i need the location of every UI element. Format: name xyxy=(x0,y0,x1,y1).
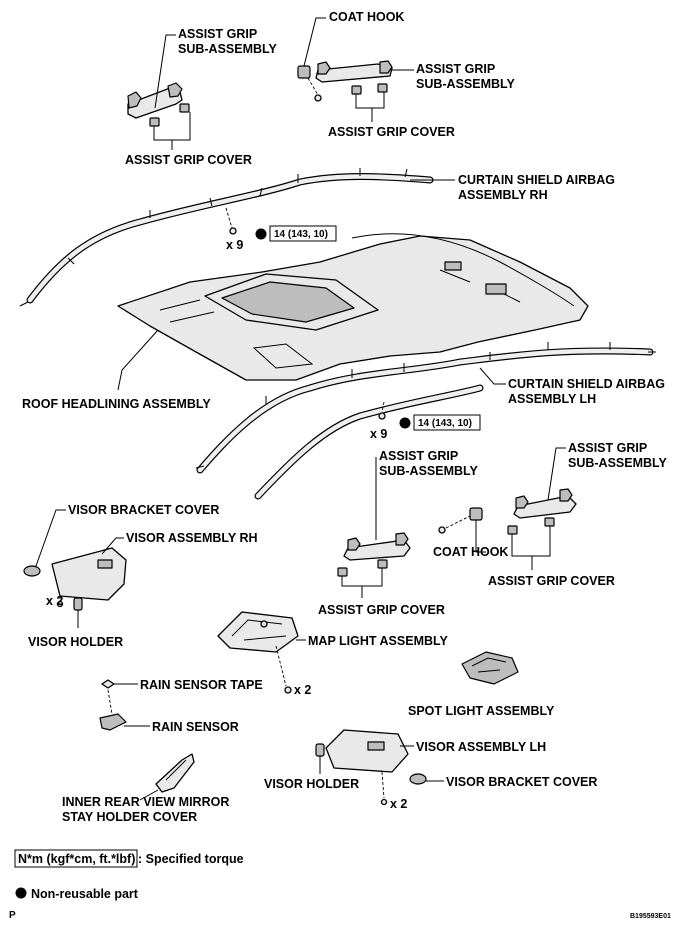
visor-assembly-rh xyxy=(23,509,127,628)
curtain-shield-airbag-lh xyxy=(195,342,656,500)
assist-grip-sub-assembly-top-right xyxy=(315,60,414,122)
qty-visor-rh-screws: x 2 xyxy=(46,594,63,608)
torque-value-lh: 14 (143, 10) xyxy=(418,418,472,429)
rain-sensor xyxy=(99,689,150,731)
label-coat-hook-2: COAT HOOK xyxy=(433,545,508,559)
assist-grip-sub-assembly-lower-left xyxy=(337,457,411,598)
label-assist-grip-sub-assembly-1: ASSIST GRIP SUB-ASSEMBLY xyxy=(178,27,278,56)
label-coat-hook-1: COAT HOOK xyxy=(329,10,404,24)
label-assist-grip-cover-3: ASSIST GRIP COVER xyxy=(488,574,615,588)
qty-map-light-screws: x 2 xyxy=(294,683,311,697)
label-assist-grip-cover-2: ASSIST GRIP COVER xyxy=(125,153,252,167)
torque-spec-rh: 14 (143, 10) x 9 xyxy=(226,225,337,252)
label-visor-assembly-lh: VISOR ASSEMBLY LH xyxy=(416,740,546,754)
roof-headlining-assembly xyxy=(117,233,589,391)
qty-visor-lh-screws: x 2 xyxy=(390,797,407,811)
legend-torque-unit: N*m (kgf*cm, ft.*lbf) xyxy=(18,852,135,866)
visor-assembly-lh xyxy=(315,729,444,806)
label-curtain-airbag-lh: CURTAIN SHIELD AIRBAG ASSEMBLY LH xyxy=(508,377,668,406)
label-assist-grip-cover-1: ASSIST GRIP COVER xyxy=(328,125,455,139)
assist-grip-sub-assembly-top-left xyxy=(127,82,190,127)
page-marker: P xyxy=(9,910,16,921)
label-inner-mirror-stay-cover: INNER REAR VIEW MIRROR STAY HOLDER COVER xyxy=(62,795,233,824)
legend-torque-text: : Specified torque xyxy=(138,852,244,866)
torque-spec-lh: 14 (143, 10) x 9 xyxy=(370,414,481,441)
label-map-light-assembly: MAP LIGHT ASSEMBLY xyxy=(308,634,448,648)
label-visor-holder-2: VISOR HOLDER xyxy=(264,777,359,791)
label-visor-bracket-cover-2: VISOR BRACKET COVER xyxy=(446,775,597,789)
curtain-shield-airbag-rh xyxy=(19,168,455,307)
assist-grip-sub-assembly-lower-right xyxy=(507,447,577,570)
rain-sensor-tape xyxy=(101,679,138,689)
torque-value-rh: 14 (143, 10) xyxy=(274,229,328,240)
label-roof-headlining: ROOF HEADLINING ASSEMBLY xyxy=(22,397,211,411)
spot-light-assembly xyxy=(461,651,519,685)
inner-rear-view-mirror-stay-holder-cover xyxy=(139,753,195,801)
assist-grip-cover-lead-1 xyxy=(153,34,191,150)
legend-non-reusable: Non-reusable part xyxy=(31,887,139,901)
label-assist-grip-sub-assembly-4: ASSIST GRIP SUB-ASSEMBLY xyxy=(568,441,668,470)
label-spot-light-assembly: SPOT LIGHT ASSEMBLY xyxy=(408,704,555,718)
map-light-assembly xyxy=(217,611,306,694)
label-assist-grip-cover-4: ASSIST GRIP COVER xyxy=(318,603,445,617)
label-visor-holder-1: VISOR HOLDER xyxy=(28,635,123,649)
coat-hook-top xyxy=(297,17,326,102)
label-assist-grip-sub-assembly-3: ASSIST GRIP SUB-ASSEMBLY xyxy=(379,449,479,478)
label-assist-grip-sub-assembly-2: ASSIST GRIP SUB-ASSEMBLY xyxy=(416,62,516,91)
qty-lh-bolts: x 9 xyxy=(370,427,387,441)
label-visor-assembly-rh: VISOR ASSEMBLY RH xyxy=(126,531,258,545)
label-rain-sensor: RAIN SENSOR xyxy=(152,720,239,734)
label-curtain-airbag-rh: CURTAIN SHIELD AIRBAG ASSEMBLY RH xyxy=(458,173,618,202)
legend: N*m (kgf*cm, ft.*lbf) : Specified torque… xyxy=(14,849,244,901)
figure-code: B195593E01 xyxy=(630,913,671,920)
label-visor-bracket-cover-1: VISOR BRACKET COVER xyxy=(68,503,219,517)
coat-hook-lower xyxy=(438,507,486,553)
non-reusable-icon xyxy=(15,887,27,899)
qty-rh-bolts: x 9 xyxy=(226,238,243,252)
label-rain-sensor-tape: RAIN SENSOR TAPE xyxy=(140,678,263,692)
